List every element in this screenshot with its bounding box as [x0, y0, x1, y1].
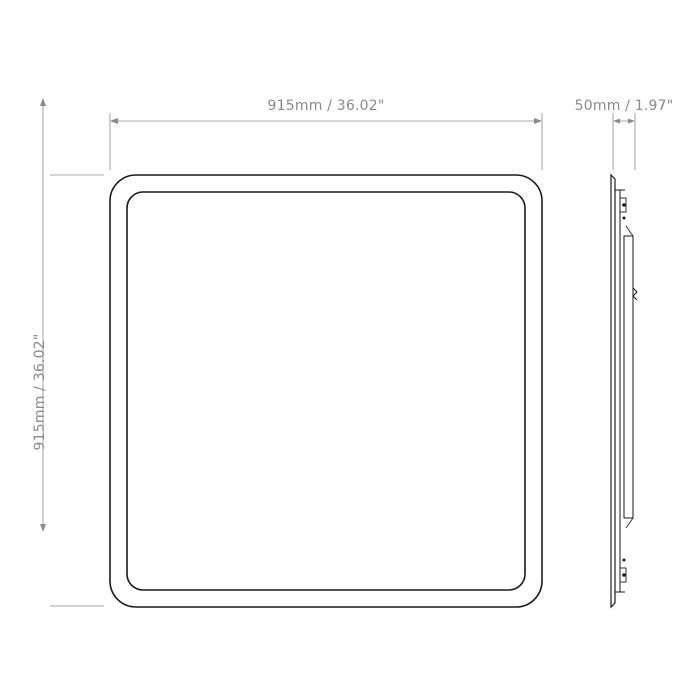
side-clip	[632, 287, 638, 301]
side-screw-3	[622, 558, 626, 562]
width-dimension: 915mm / 36.02"	[109, 98, 543, 170]
side-bracket-bottom	[619, 567, 627, 583]
height-label: 915mm / 36.02"	[32, 334, 48, 451]
depth-arrow-left	[613, 118, 620, 124]
side-driver-box	[623, 235, 634, 519]
depth-label: 50mm / 1.97"	[575, 98, 674, 114]
side-connector-bottom	[625, 517, 634, 529]
depth-arrow-right	[628, 118, 635, 124]
side-view	[610, 173, 638, 609]
height-arrow-bottom	[40, 524, 46, 532]
side-connector-top	[625, 225, 634, 237]
side-screw-1	[622, 203, 626, 207]
height-arrow-top	[40, 98, 46, 106]
side-screw-4	[622, 573, 626, 577]
width-arrow-right	[534, 118, 542, 124]
width-arrow-left	[110, 118, 118, 124]
side-panel-profile	[610, 173, 616, 609]
side-bracket-top	[619, 197, 627, 213]
side-screw-2	[622, 216, 626, 220]
depth-dimension: 50mm / 1.97"	[575, 98, 674, 170]
front-inner-diffuser	[126, 191, 526, 591]
height-dimension: 915mm / 36.02"	[32, 98, 104, 607]
front-outer-frame	[109, 174, 543, 608]
width-label: 915mm / 36.02"	[268, 98, 385, 114]
front-view	[109, 174, 543, 608]
